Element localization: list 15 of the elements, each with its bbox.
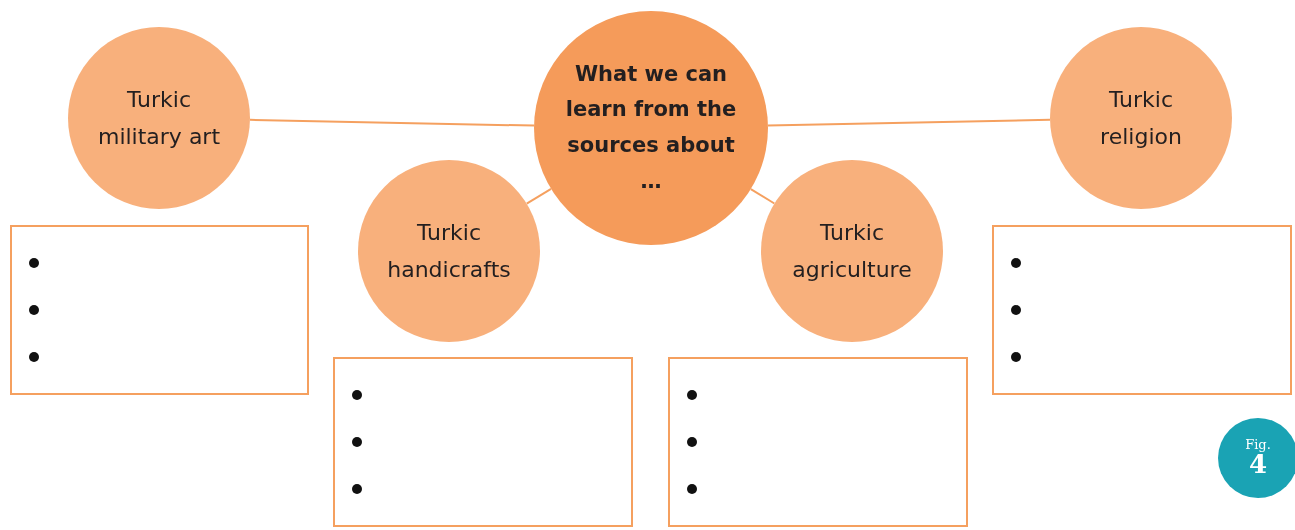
connector-line [249,118,535,127]
circle-label: Turkic handicrafts [386,218,512,284]
connector-line [749,188,776,205]
circle-label: Turkic agriculture [791,218,913,284]
answer-box [333,357,633,527]
connector-line [767,118,1051,127]
connector-line [525,187,553,205]
circle-label: What we can learn from the sources about … [564,60,738,195]
circle-label: Turkic religion [1099,85,1183,151]
answer-box [992,225,1292,395]
circle-label: Turkic military art [96,85,222,151]
figure-number: 4 [1248,451,1268,479]
answer-box [10,225,309,395]
answer-box [668,357,968,527]
figure-label: Fig. [1245,437,1271,452]
